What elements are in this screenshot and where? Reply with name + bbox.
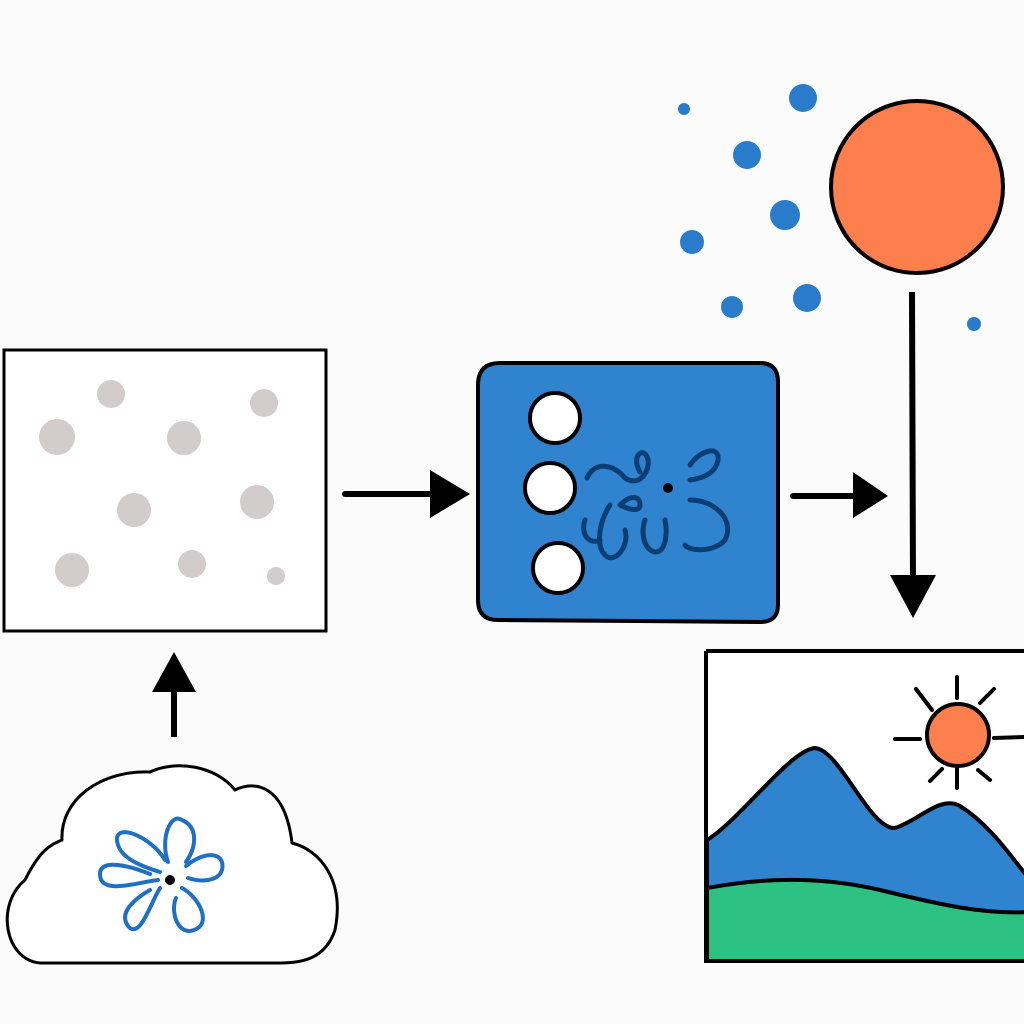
arrow-up-cloud-to-noise [152,652,196,737]
arrow-right-model-to-output [790,472,888,518]
output-image-node [704,649,1024,963]
landscape-picture-icon [707,675,1024,961]
arrow-down-sun-to-output [890,291,936,618]
flower-center-dot [165,875,175,885]
swirl-center-dot [663,483,673,493]
sun-icon [893,675,1024,790]
condition-sun-node [829,99,1005,275]
arrow-right-noise-to-model [342,470,470,518]
scatter-dots [678,84,981,331]
noise-image-node [2,348,328,633]
input-neurons [523,391,585,595]
neural-swirl-icon [581,448,730,560]
model-node [476,361,780,625]
flower-swirl-icon [97,816,225,933]
noise-dots [39,380,285,587]
seed-cloud-node [5,764,339,965]
